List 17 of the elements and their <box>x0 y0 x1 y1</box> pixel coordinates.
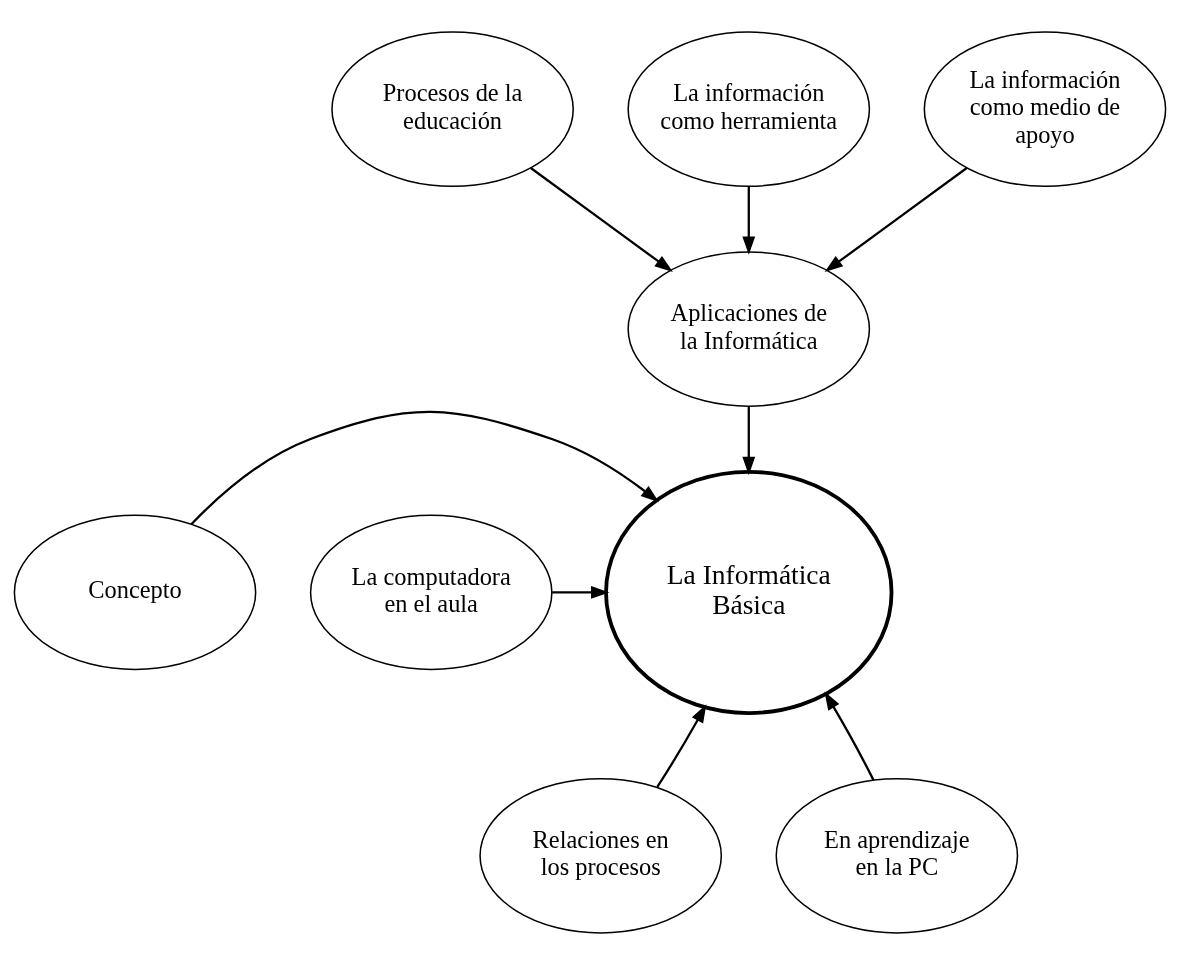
arrow <box>530 166 673 272</box>
node-ellipse: La información como herramienta <box>627 30 871 187</box>
node-ellipse: Procesos de la educación <box>331 30 574 187</box>
arrow <box>824 691 875 781</box>
node-ellipse: Aplicaciones de la Informática <box>627 250 871 407</box>
arrow <box>742 186 756 255</box>
node-ellipse: En aprendizaje en la PC <box>775 777 1019 934</box>
node-ellipse: La información como medio de apoyo <box>923 30 1167 187</box>
arrow <box>824 166 968 272</box>
node-ellipse: Concepto <box>13 514 257 670</box>
node-ellipse: Relaciones en los procesos <box>479 777 723 934</box>
node-ellipse: La Informática Básica <box>604 469 894 715</box>
arrow <box>656 703 707 787</box>
node-ellipse: La computadora en el aula <box>309 514 553 670</box>
arrow <box>190 410 660 525</box>
arrow <box>742 406 756 475</box>
arrow <box>552 585 610 599</box>
